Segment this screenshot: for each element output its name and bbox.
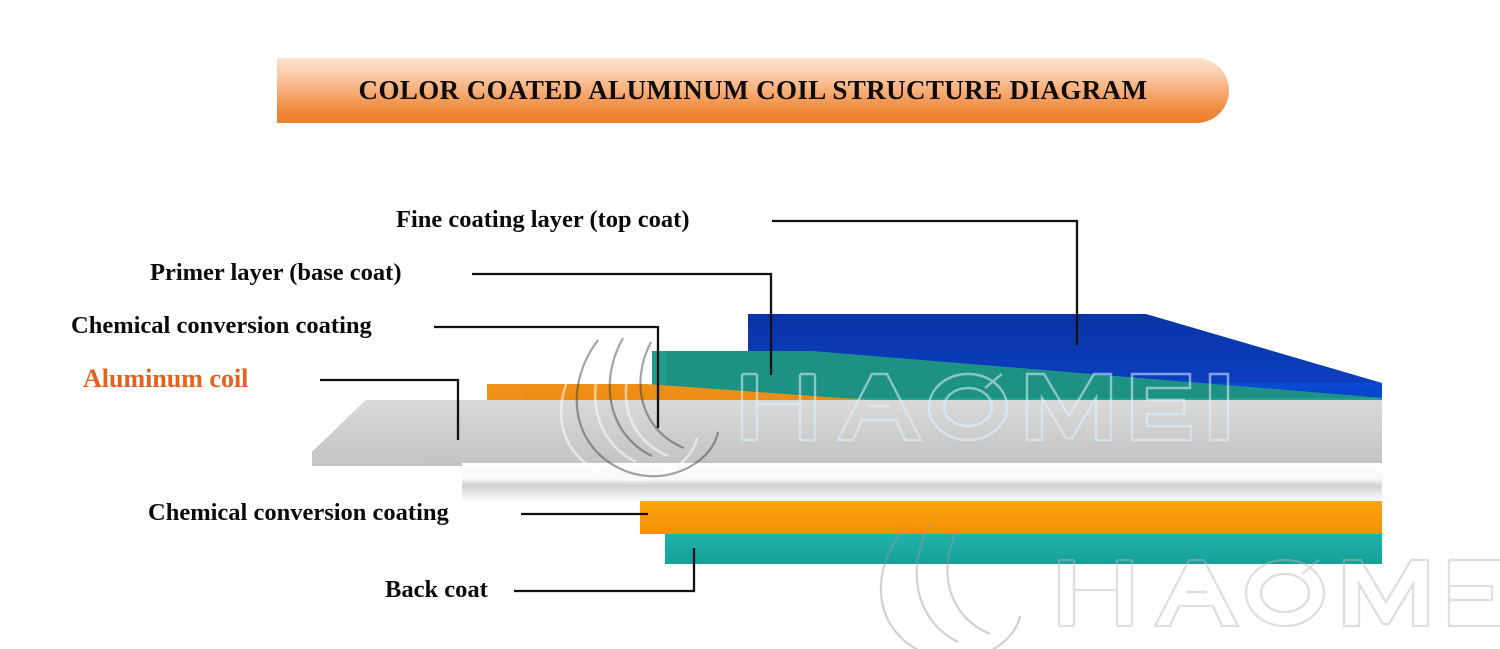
label-conversion-bottom: Chemical conversion coating	[148, 499, 449, 526]
watermark-haomei-lower	[879, 524, 1500, 649]
label-back-coat: Back coat	[385, 576, 488, 603]
layer-back-coat	[665, 534, 1382, 564]
page-title: COLOR COATED ALUMINUM COIL STRUCTURE DIA…	[358, 75, 1148, 105]
label-top-coat: Fine coating layer (top coat)	[396, 206, 690, 233]
label-primer: Primer layer (base coat)	[150, 259, 402, 286]
leader-top-coat	[772, 219, 1079, 345]
leader-conversion-top	[434, 325, 660, 428]
leader-back-coat	[514, 548, 696, 593]
leader-primer	[472, 272, 773, 375]
watermark-haomei-upper	[559, 337, 1230, 481]
leader-lines	[320, 219, 1079, 593]
label-aluminum-coil: Aluminum coil	[83, 364, 249, 393]
layer-aluminum-coil	[312, 400, 1382, 501]
label-conversion-top: Chemical conversion coating	[71, 312, 372, 339]
leader-aluminum	[320, 378, 460, 440]
title-banner: COLOR COATED ALUMINUM COIL STRUCTURE DIA…	[277, 58, 1229, 123]
layer-conversion-bottom	[640, 501, 1382, 534]
